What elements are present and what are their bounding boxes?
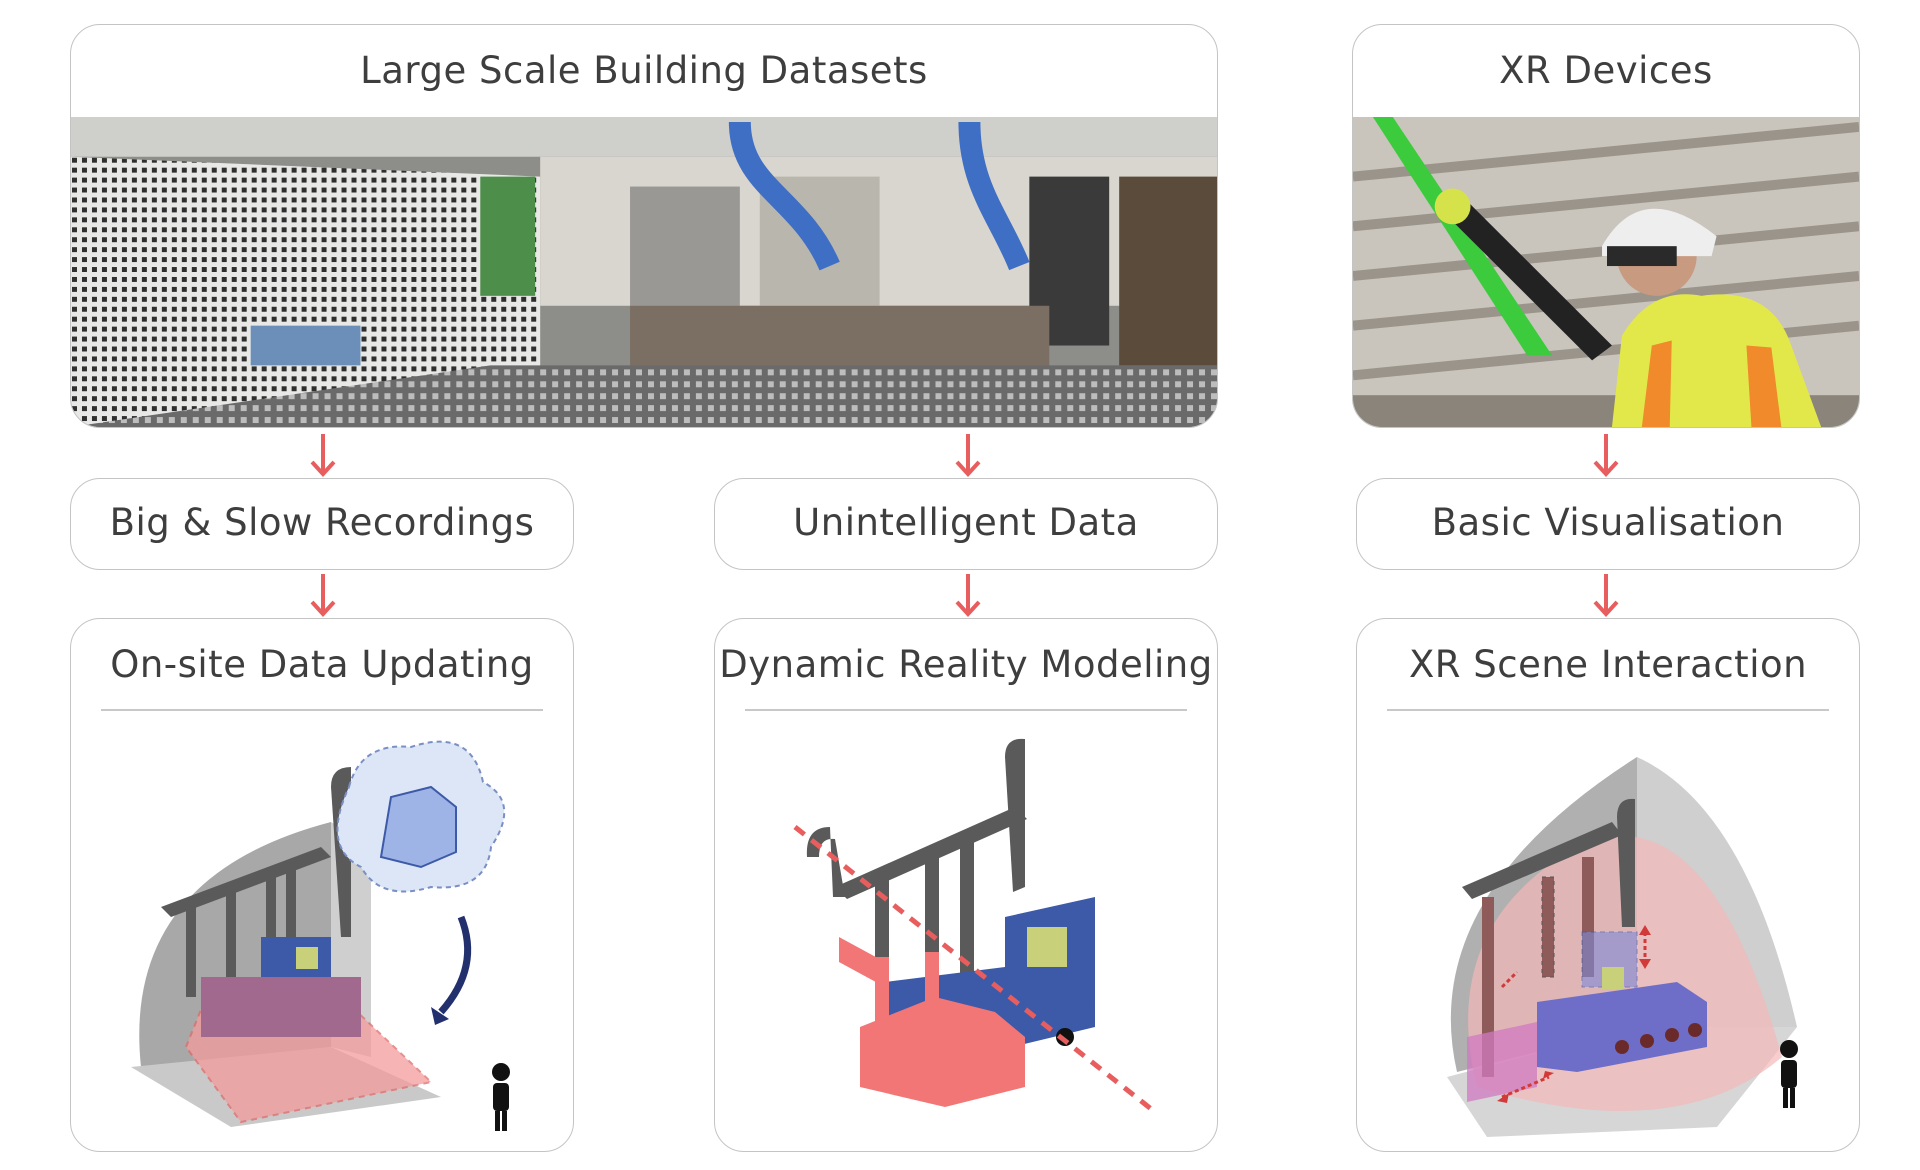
arrow-down-icon <box>310 574 336 617</box>
unintelligent-label: Unintelligent Data <box>793 501 1139 544</box>
visualisation-box: Basic Visualisation <box>1356 478 1860 570</box>
point-cloud-image <box>71 117 1217 427</box>
arrow-down-icon <box>1593 434 1619 477</box>
modeling-title: Dynamic Reality Modeling <box>719 643 1213 686</box>
modeling-divider <box>745 709 1187 711</box>
interaction-panel: XR Scene Interaction <box>1356 618 1860 1152</box>
updating-divider <box>101 709 543 711</box>
datasets-panel: Large Scale Building Datasets <box>70 24 1218 428</box>
visualisation-label: Basic Visualisation <box>1431 501 1785 544</box>
arrow-down-icon <box>310 434 336 477</box>
updating-panel: On-site Data Updating <box>70 618 574 1152</box>
arrow-down-icon <box>1593 574 1619 617</box>
xr-worker-image <box>1353 117 1859 427</box>
arrow-down-icon <box>955 434 981 477</box>
recordings-label: Big & Slow Recordings <box>109 501 535 544</box>
modeling-panel: Dynamic Reality Modeling <box>714 618 1218 1152</box>
interaction-divider <box>1387 709 1829 711</box>
modeling-illustration <box>793 738 1157 1114</box>
interaction-illustration <box>1447 757 1798 1137</box>
recordings-box: Big & Slow Recordings <box>70 478 574 570</box>
updating-title: On-site Data Updating <box>110 643 534 686</box>
xr-devices-title: XR Devices <box>1499 49 1713 92</box>
arrow-down-icon <box>955 574 981 617</box>
unintelligent-box: Unintelligent Data <box>714 478 1218 570</box>
xr-devices-panel: XR Devices <box>1352 24 1860 428</box>
interaction-title: XR Scene Interaction <box>1408 643 1808 686</box>
updating-illustration <box>131 740 510 1131</box>
datasets-title: Large Scale Building Datasets <box>360 49 928 92</box>
